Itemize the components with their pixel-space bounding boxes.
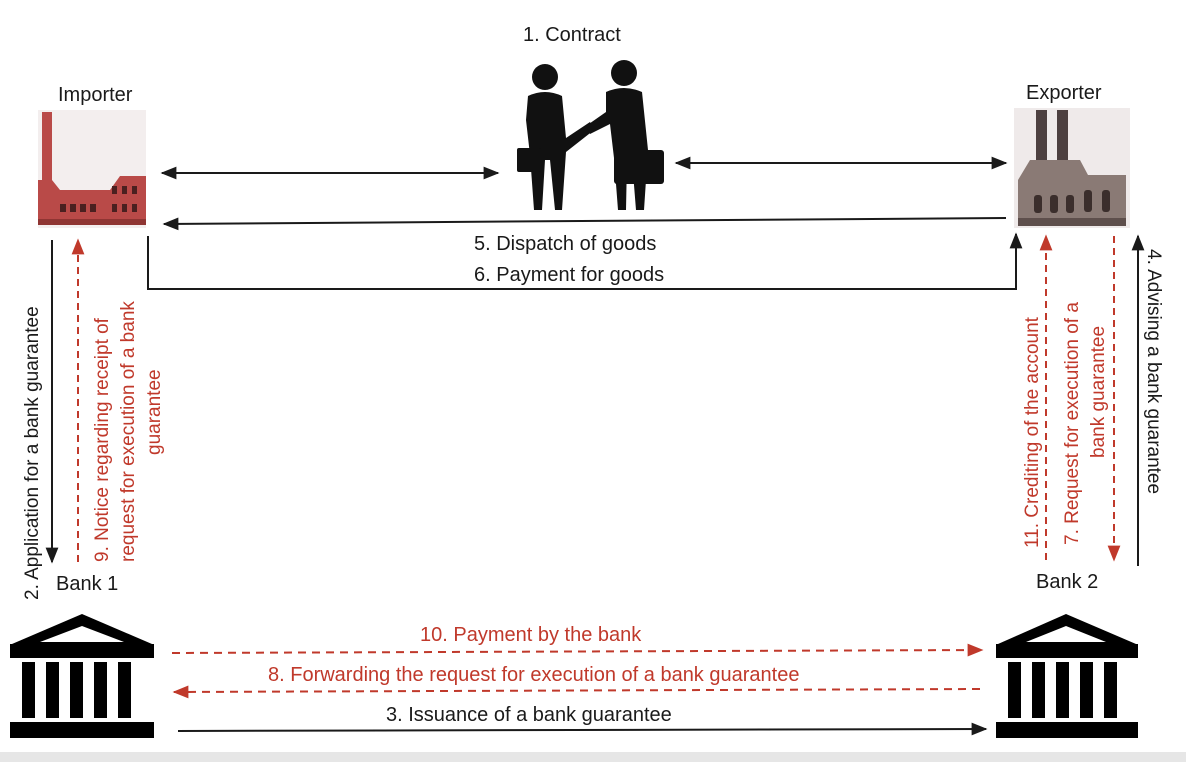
payment-bank-label: 10. Payment by the bank	[420, 624, 642, 646]
contract-label: 1. Contract	[523, 24, 621, 46]
application-label: 2. Application for a bank guarantee	[22, 306, 43, 600]
forwarding-arrow	[172, 685, 981, 699]
bank-icon	[996, 614, 1138, 738]
dispatch-arrow	[162, 217, 1007, 231]
notice-label-line1: 9. Notice regarding receipt of	[92, 317, 113, 562]
dispatch-label: 5. Dispatch of goods	[474, 233, 656, 255]
payment-goods-arrow	[147, 232, 1023, 290]
issuance-arrow	[177, 722, 988, 736]
bank-icon	[10, 614, 154, 738]
bottom-divider	[0, 752, 1186, 762]
advising-label: 4. Advising a bank guarantee	[1143, 249, 1164, 494]
factory-icon-exporter	[1014, 108, 1130, 228]
issuance-label: 3. Issuance of a bank guarantee	[386, 704, 672, 726]
request-label-line1: 7. Request for execution of a	[1062, 302, 1083, 545]
notice-label-line2: request for execution of a bank	[118, 301, 139, 562]
handshake-icon	[517, 60, 664, 210]
crediting-label: 11. Crediting of the account	[1022, 316, 1043, 548]
factory-icon-importer	[38, 110, 146, 228]
payment-goods-label: 6. Payment for goods	[474, 264, 664, 286]
request-label-line2: bank guarantee	[1088, 326, 1109, 458]
notice-label-line3: guarantee	[144, 369, 165, 455]
payment-bank-arrow	[171, 643, 984, 657]
forwarding-label: 8. Forwarding the request for execution …	[268, 664, 799, 686]
importer-label: Importer	[58, 84, 133, 106]
bank1-label: Bank 1	[56, 573, 118, 595]
exporter-label: Exporter	[1026, 82, 1102, 104]
bank2-label: Bank 2	[1036, 571, 1098, 593]
